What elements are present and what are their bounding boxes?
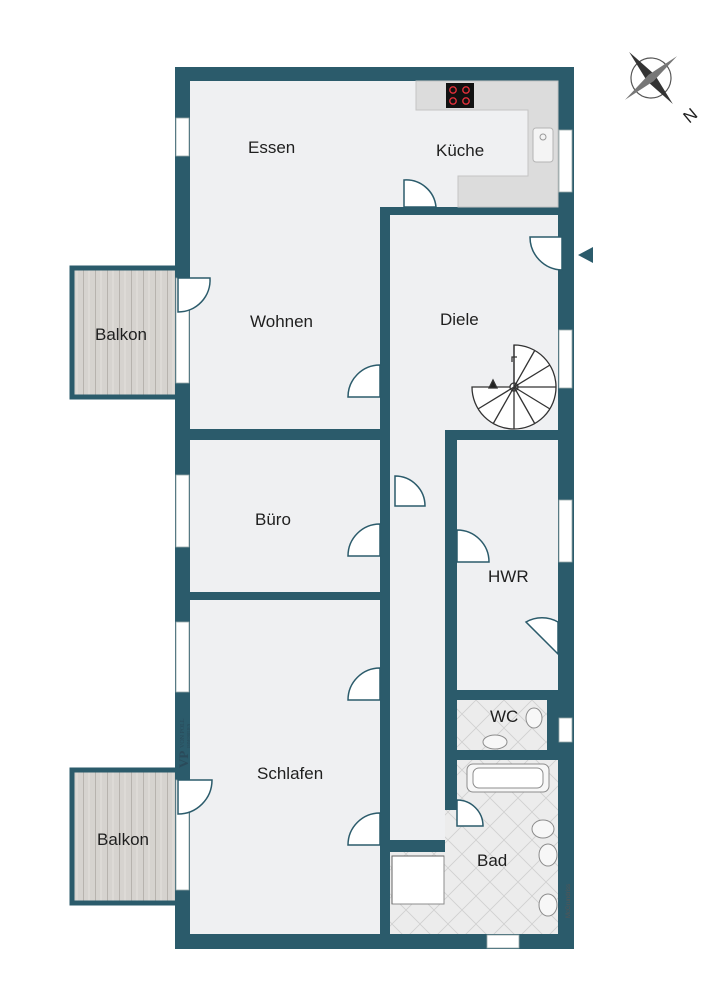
balcony-bottom — [69, 767, 181, 906]
toilet-icon — [531, 819, 555, 839]
brand-name: VON POLL — [180, 718, 186, 748]
brand-sub: IMMOBILIEN — [186, 723, 191, 748]
room-label-bad: Bad — [477, 851, 507, 870]
sink-icon — [538, 843, 558, 867]
room-label-buero: Büro — [255, 510, 291, 529]
wc-toilet-icon — [482, 734, 508, 750]
spiral-stair — [471, 344, 557, 430]
room-label-essen: Essen — [248, 138, 295, 157]
brand-watermark: VP VON POLL IMMOBILIEN — [176, 718, 191, 768]
kitchen-counter — [415, 80, 559, 208]
room-label-wohnen: Wohnen — [250, 312, 313, 331]
cooktop-icon — [446, 83, 474, 108]
compass-north-label: N — [680, 104, 702, 126]
sink-icon-2 — [538, 893, 558, 917]
room-label-schlafen: Schlafen — [257, 764, 323, 783]
room-label-kueche: Küche — [436, 141, 484, 160]
doors — [177, 179, 563, 846]
credit-label: McGrundriss — [566, 884, 572, 918]
balcony-top — [69, 265, 181, 400]
room-label-wc: WC — [490, 707, 518, 726]
brand-initials: VP — [176, 751, 191, 768]
wc-sink-icon — [525, 707, 543, 729]
shower-icon — [391, 855, 445, 905]
interior-walls — [190, 207, 558, 940]
room-label-balkon-top: Balkon — [95, 325, 147, 344]
compass-rose-icon — [624, 51, 678, 105]
room-label-diele: Diele — [440, 310, 479, 329]
room-label-balkon-bottom: Balkon — [97, 830, 149, 849]
room-label-hwr: HWR — [488, 567, 529, 586]
entrance-arrow-icon — [578, 247, 593, 263]
bathroom-fixtures — [391, 707, 558, 917]
sink-icon — [532, 127, 554, 163]
